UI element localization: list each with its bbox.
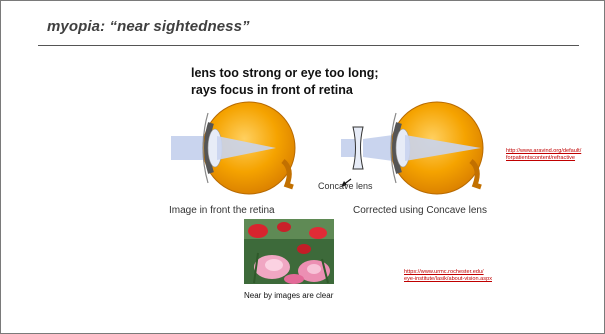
concave-lens-label: Concave lens bbox=[318, 181, 373, 191]
heading-line-2: rays focus in front of retina bbox=[191, 82, 379, 99]
photo-caption: Near by images are clear bbox=[244, 291, 333, 300]
title-divider bbox=[38, 45, 579, 46]
heading-line-1: lens too strong or eye too long; bbox=[191, 65, 379, 82]
aravind-link-line-2[interactable]: forpatientscontent/refractive bbox=[506, 155, 581, 162]
myopic-eye-diagram bbox=[171, 101, 301, 201]
urmc-link-line-2[interactable]: eye-institute/lasik/about-vision.aspx bbox=[404, 276, 492, 283]
myopic-eye-caption: Image in front the retina bbox=[169, 205, 275, 216]
corrected-eye-caption: Corrected using Concave lens bbox=[353, 205, 487, 216]
flower-photo bbox=[244, 219, 334, 284]
slide-title: myopia: “near sightedness” bbox=[47, 18, 250, 35]
urmc-link-line-1[interactable]: https://www.urmc.rochester.edu/ bbox=[404, 269, 492, 276]
aravind-link[interactable]: http://www.aravind.org/default/ forpatie… bbox=[506, 148, 581, 162]
slide-heading: lens too strong or eye too long; rays fo… bbox=[191, 65, 379, 99]
aravind-link-line-1[interactable]: http://www.aravind.org/default/ bbox=[506, 148, 581, 155]
urmc-link[interactable]: https://www.urmc.rochester.edu/ eye-inst… bbox=[404, 269, 492, 283]
